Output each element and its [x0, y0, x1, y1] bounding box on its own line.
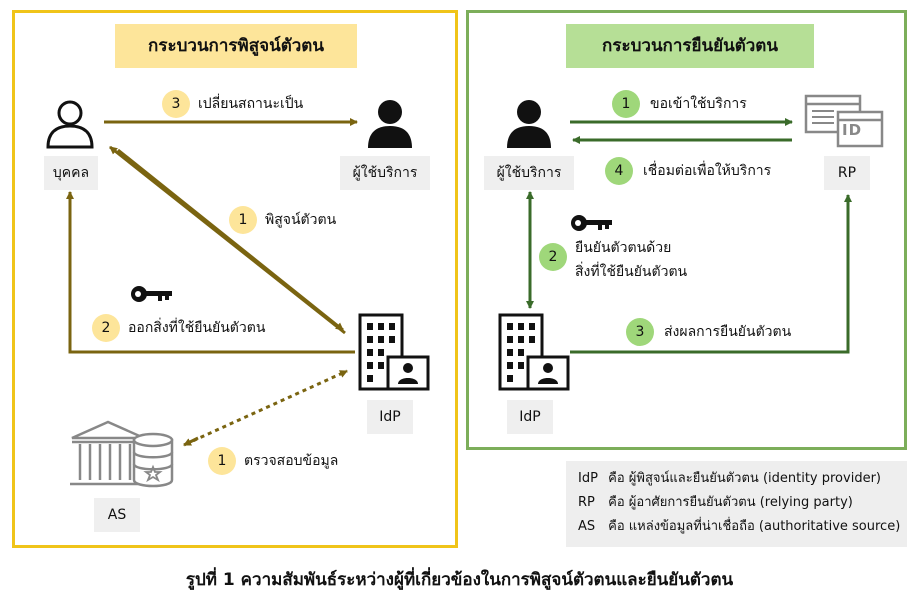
step-text-send-result: ส่งผลการยืนยันตัวตน — [664, 324, 792, 340]
legend-abbr: AS — [578, 519, 596, 534]
authentication-title: กระบวนการยืนยันตัวตน — [566, 24, 814, 68]
arrow-idp-to-rp — [570, 194, 852, 354]
step-text-authenticate-line1: ยืนยันตัวตนด้วย — [575, 240, 672, 256]
legend-abbr: IdP — [578, 471, 598, 486]
node-label-user-left: ผู้ใช้บริการ — [340, 156, 430, 190]
proofing-title: กระบวนการพิสูจน์ตัวตน — [115, 24, 357, 68]
id-card-label: ID — [842, 121, 863, 139]
node-label-idp-left: IdP — [367, 400, 413, 434]
node-label-person: บุคคล — [44, 156, 98, 190]
arrow-idp-to-as-dotted — [183, 436, 199, 447]
step-badge-left-2: 2 — [92, 314, 120, 342]
step-text-change-status: เปลี่ยนสถานะเป็น — [198, 96, 304, 112]
identity-proofing-panel — [12, 10, 458, 548]
step-badge-left-1-verify: 1 — [208, 447, 236, 475]
node-label-as: AS — [94, 498, 140, 532]
figure-caption: รูปที่ 1 ความสัมพันธ์ระหว่างผู้ที่เกี่ยว… — [185, 570, 734, 590]
node-label-user-right: ผู้ใช้บริการ — [484, 156, 574, 190]
legend-desc: คือ ผู้อาศัยการยืนยันตัวตน (relying part… — [608, 495, 853, 510]
step-text-request-service: ขอเข้าใช้บริการ — [650, 96, 747, 112]
node-label-idp-right: IdP — [507, 400, 553, 434]
building-id-icon — [358, 313, 430, 391]
step-text-proof-identity: พิสูจน์ตัวตน — [265, 212, 337, 228]
person-outline-icon — [46, 100, 94, 149]
arrow-idp-issue-credential — [66, 191, 355, 354]
legend: IdP คือ ผู้พิสูจน์และยืนยันตัวตน (identi… — [566, 461, 907, 547]
node-label-rp: RP — [824, 156, 870, 190]
step-badge-left-3: 3 — [162, 90, 190, 118]
key-icon — [571, 215, 612, 231]
arrow-person-to-idp-diagonal — [117, 148, 344, 332]
person-filled-icon — [507, 100, 551, 148]
legend-item-as: AS คือ แหล่งข้อมูลที่น่าเชื่อถือ (author… — [578, 515, 900, 539]
step-text-authenticate-line2: สิ่งที่ใช้ยืนยันตัวตน — [575, 264, 688, 280]
browser-id-icon: ID — [804, 94, 884, 150]
key-icon — [131, 286, 172, 302]
legend-item-idp: IdP คือ ผู้พิสูจน์และยืนยันตัวตน (identi… — [578, 467, 895, 491]
legend-abbr: RP — [578, 495, 595, 510]
step-badge-right-2: 2 — [539, 243, 567, 271]
building-id-icon — [498, 313, 570, 391]
step-text-connect-service: เชื่อมต่อเพื่อให้บริการ — [643, 163, 772, 179]
authentication-panel — [466, 10, 907, 450]
arrow-as-to-idp-dotted — [185, 369, 348, 446]
step-text-verify-data: ตรวจสอบข้อมูล — [244, 453, 339, 469]
database-government-icon — [70, 420, 174, 488]
legend-item-rp: RP คือ ผู้อาศัยการยืนยันตัวตน (relying p… — [578, 491, 895, 515]
legend-desc: คือ แหล่งข้อมูลที่น่าเชื่อถือ (authorita… — [608, 519, 901, 534]
person-filled-icon — [368, 100, 412, 148]
step-badge-right-4: 4 — [605, 157, 633, 185]
step-badge-left-1-proof: 1 — [229, 206, 257, 234]
step-text-issue-credential: ออกสิ่งที่ใช้ยืนยันตัวตน — [128, 320, 266, 336]
step-badge-right-3: 3 — [626, 318, 654, 346]
legend-desc: คือ ผู้พิสูจน์และยืนยันตัวตน (identity p… — [608, 471, 881, 486]
step-badge-right-1: 1 — [612, 90, 640, 118]
